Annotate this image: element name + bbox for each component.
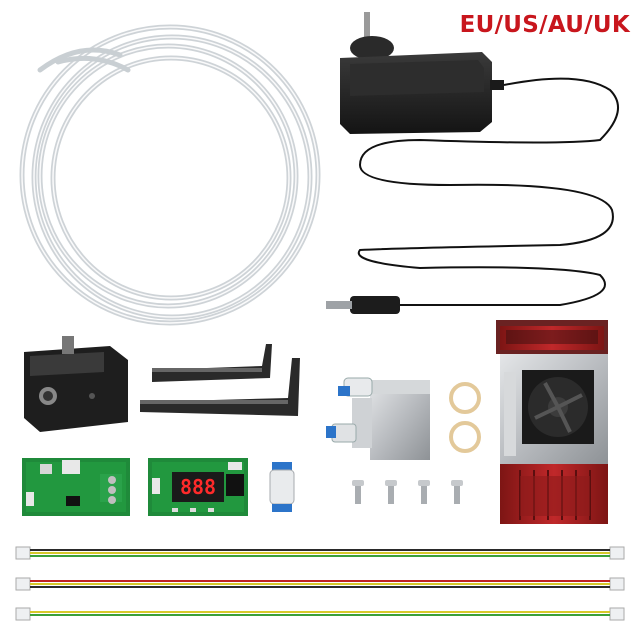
connection-cables bbox=[15, 546, 625, 621]
mounting-bracket bbox=[24, 336, 128, 432]
laser-module bbox=[496, 320, 608, 524]
air-tube-coil bbox=[19, 24, 321, 326]
pneumatic-connector bbox=[269, 462, 295, 512]
cable bbox=[15, 607, 625, 621]
cable bbox=[15, 546, 625, 560]
screw bbox=[451, 480, 463, 504]
region-label: EU/US/AU/UK bbox=[459, 12, 630, 38]
board-display-digits: 888 bbox=[180, 475, 216, 499]
screw bbox=[418, 480, 430, 504]
power-adapter bbox=[326, 12, 619, 314]
allen-keys bbox=[140, 344, 300, 416]
screw bbox=[352, 480, 364, 504]
display-control-board: 888 bbox=[148, 458, 248, 516]
cable bbox=[15, 577, 625, 591]
screws bbox=[352, 480, 463, 504]
plug-prong bbox=[364, 12, 370, 38]
driver-board bbox=[22, 458, 130, 516]
o-rings bbox=[449, 382, 481, 453]
screw bbox=[385, 480, 397, 504]
air-assist-nozzle bbox=[326, 377, 430, 460]
